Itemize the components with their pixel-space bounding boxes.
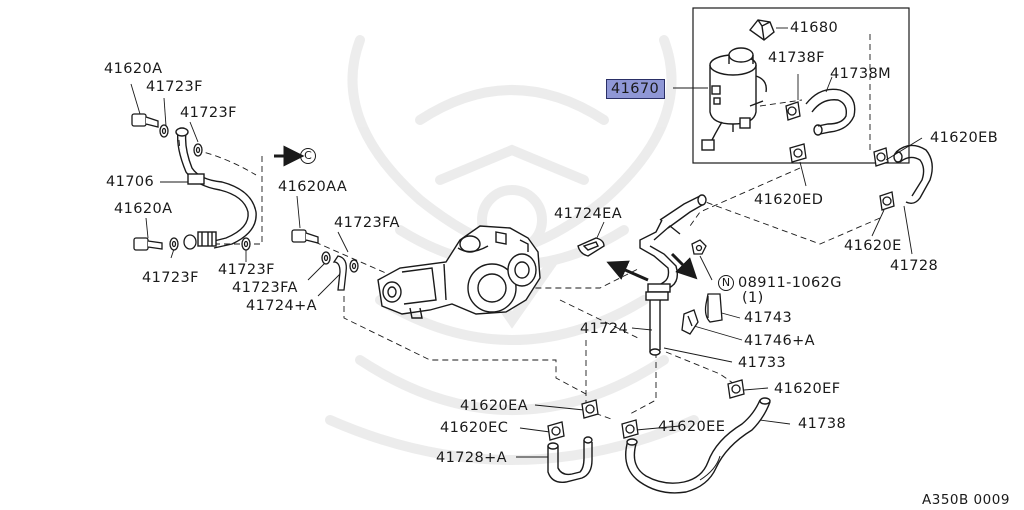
bracket-41743 bbox=[704, 293, 723, 323]
hose-41738 bbox=[625, 397, 771, 494]
label-41738M: 41738M bbox=[830, 66, 892, 82]
label-41620EE: 41620EE bbox=[658, 419, 726, 435]
label-41738: 41738 bbox=[798, 416, 847, 432]
clip-41620EA bbox=[581, 399, 599, 419]
clip-41738F bbox=[785, 101, 801, 121]
label-41728A: 41728+A bbox=[436, 450, 507, 466]
pipe-41724A bbox=[332, 255, 347, 291]
clip-41620E bbox=[879, 191, 895, 211]
reservoir-part bbox=[701, 47, 767, 151]
label-41723FA-b: 41723FA bbox=[232, 280, 298, 296]
label-41620EA: 41620EA bbox=[460, 398, 529, 414]
label-41733: 41733 bbox=[738, 355, 787, 371]
pipe-41706 bbox=[175, 127, 257, 249]
label-41724: 41724 bbox=[580, 321, 629, 337]
label-41723F-d: 41723F bbox=[218, 262, 275, 278]
hose-41728A bbox=[547, 436, 593, 483]
label-41670: 41670 bbox=[606, 79, 666, 99]
clip-41620EE bbox=[621, 419, 639, 439]
label-41706: 41706 bbox=[106, 174, 155, 190]
label-41724A: 41724+A bbox=[246, 298, 317, 314]
label-41738F: 41738F bbox=[768, 50, 825, 66]
label-41723F-a: 41723F bbox=[146, 79, 203, 95]
grommet-41724EA bbox=[577, 237, 605, 257]
clip-41620EB bbox=[873, 147, 889, 167]
callout-n-symbol: N bbox=[718, 275, 734, 291]
fitting-washer bbox=[183, 234, 197, 250]
label-41620A-top: 41620A bbox=[104, 61, 163, 77]
clip-41620EC bbox=[547, 421, 565, 441]
washer-41723FA-a bbox=[321, 251, 331, 265]
hose-41728 bbox=[893, 144, 933, 205]
label-41620A-mid: 41620A bbox=[114, 201, 173, 217]
label-41620EB: 41620EB bbox=[930, 130, 999, 146]
bolt-41620A-mid bbox=[133, 237, 163, 251]
clip-41620EF bbox=[727, 379, 745, 399]
label-41680: 41680 bbox=[790, 20, 839, 36]
pipe-assembly-41724 bbox=[639, 194, 707, 356]
washer-41723F-a bbox=[159, 124, 169, 138]
label-08911-qty: (1) bbox=[742, 290, 764, 306]
label-41620E: 41620E bbox=[844, 238, 902, 254]
label-41620EF: 41620EF bbox=[774, 381, 841, 397]
washer-41723F-b bbox=[193, 143, 203, 157]
label-41723FA-a: 41723FA bbox=[334, 215, 400, 231]
nut-08911 bbox=[691, 239, 707, 255]
label-41743: 41743 bbox=[744, 310, 793, 326]
callout-c-symbol: C bbox=[300, 148, 316, 164]
diagram-code: A350B 0009 bbox=[922, 492, 1010, 508]
label-41620ED: 41620ED bbox=[754, 192, 824, 208]
clip-41620ED bbox=[789, 143, 807, 163]
label-41723F-b: 41723F bbox=[180, 105, 237, 121]
cap-part bbox=[748, 19, 775, 41]
label-41724EA: 41724EA bbox=[554, 206, 623, 222]
label-41723F-c: 41723F bbox=[142, 270, 199, 286]
washer-41723F-c bbox=[169, 237, 179, 251]
label-41620AA: 41620AA bbox=[278, 179, 348, 195]
label-41746A: 41746+A bbox=[744, 333, 815, 349]
direction-arrow-right bbox=[670, 252, 698, 280]
label-41620EC: 41620EC bbox=[440, 420, 509, 436]
label-41728: 41728 bbox=[890, 258, 939, 274]
label-08911: 08911-1062G bbox=[738, 275, 842, 291]
direction-arrow-left bbox=[606, 260, 649, 282]
washer-41723F-d bbox=[241, 237, 251, 251]
washer-41723FA-b bbox=[349, 259, 359, 273]
hose-41738M bbox=[805, 88, 856, 136]
insulator-41746 bbox=[681, 309, 699, 335]
reservoir-inset-box bbox=[692, 7, 910, 164]
bolt-41620AA bbox=[291, 229, 319, 244]
power-steering-pump bbox=[377, 225, 541, 319]
bolt-41620A-top bbox=[131, 113, 159, 128]
